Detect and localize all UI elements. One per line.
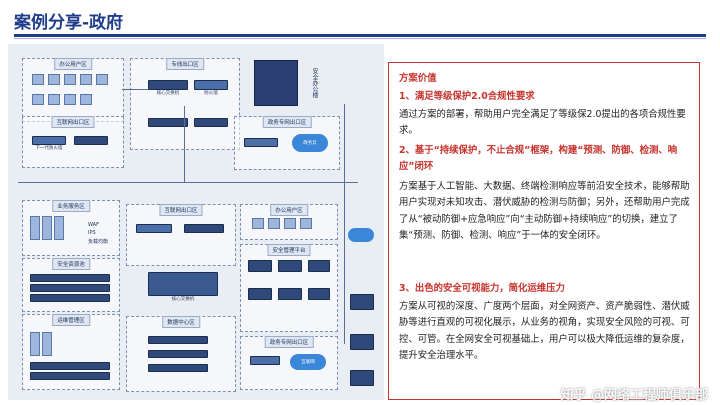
zone-label: 专线出口区 [166,58,204,70]
firewall-icon: 防火墙 [194,80,228,96]
switch-icon [194,118,228,127]
section-3-body: 方案从可视的深度、广度两个层面，对全网资产、资产脆弱性、潜伏威胁等进行直观的可视… [399,301,690,361]
appliance-icon [30,284,110,292]
server-icon [350,334,374,350]
zone-label: 政务专网出口区 [264,336,314,348]
appliance-icon [248,260,272,272]
link-line [344,104,345,344]
zone-office-user: 办公用户区 [22,58,124,122]
appliance-icon [30,274,110,282]
zone-label: 互联网出口区 [159,204,203,216]
network-diagram: 办公用户区 专线出口区 核心交换机 防火墙 安全办公楼 互联网出口区 下一代防火… [8,44,384,400]
appliance-icon [30,372,110,380]
firewall-icon [136,224,172,233]
building-label: 安全办公楼 [311,68,318,98]
appliance-icon [278,288,302,300]
pc-icon [80,74,92,85]
value-heading: 方案价值 [399,73,437,84]
server-icon [30,332,40,356]
link-line [184,106,185,182]
switch-icon [148,364,208,372]
zone-label: 政务专网出口区 [262,116,312,128]
zone-dedicated-exit: 专线出口区 [130,58,240,150]
pc-icon [80,94,92,105]
pc-icon [268,218,280,229]
header-rule [14,34,706,37]
ips-label: IPS [88,230,96,236]
appliance-icon [30,294,110,302]
ngfw-icon: 下一代防火墙 [32,136,66,151]
pc-icon [252,218,264,229]
cloud-icon: 互联网 [290,354,326,370]
core-switch-icon: 核心交换机 [148,80,188,96]
server-icon [350,294,374,310]
pc-icon [284,218,296,229]
zone-core-business: 业务服务区 [22,200,120,256]
section-2-title: 2、基于“持续保护，不止合规”框架，构建“预测、防御、检测、响应”闭环 [399,145,678,173]
zone-label: 运维管理区 [52,314,90,326]
appliance-icon [278,260,302,272]
server-icon [42,332,52,356]
appliance-icon [30,362,110,370]
server-icon [42,216,52,240]
watermark: 知乎 @网络工程师俱乐部 [560,388,708,403]
zone-dmz: 互联网出口区 [126,204,236,266]
pc-icon [64,94,76,105]
switch-icon [148,118,188,127]
waf-label: WAF [88,222,99,228]
zone-label: 数据中心区 [162,316,200,328]
pc-icon [48,94,60,105]
slide-title: 案例分享-政府 [14,13,124,33]
switch-icon [184,224,224,233]
pc-icon [64,74,76,85]
pc-icon [300,218,312,229]
zone-label: 业务服务区 [52,200,90,212]
pc-icon [32,94,44,105]
appliance-icon [308,288,330,300]
link-line [122,89,148,90]
cloud-icon [348,228,374,242]
section-1-title: 1、满足等级保护2.0合规性要求 [399,91,535,102]
pc-icon [48,74,60,85]
cloud-icon: 政务云 [292,134,328,152]
section-3-title: 3、出色的安全可视能力，简化运维压力 [399,283,565,294]
zone-label: 安全资源池 [52,258,90,270]
firewall-icon [250,356,280,365]
value-panel: 方案价值 1、满足等级保护2.0合规性要求 通过方案的部署，帮助用户完全满足了等… [388,62,700,400]
appliance-icon [248,288,272,300]
section-2-body: 方案基于人工智能、大数据、终端检测响应等前沿安全技术，能够帮助用户实现对未知攻击… [399,181,690,241]
lb-label: 负载均衡 [88,239,109,245]
switch-icon [148,336,208,344]
header-rule-thin [14,38,706,39]
router-icon [74,136,108,145]
section-1-body: 通过方案的部署，帮助用户完全满足了等级保2.0提出的各项合规性要求。 [399,109,686,137]
appliance-icon [308,260,330,272]
server-icon [54,216,64,240]
link-line [18,182,358,183]
zone-label: 互联网出口区 [51,116,95,128]
pc-icon [32,74,44,85]
core-switch-icon: 核心交换机 [148,272,218,302]
zone-label: 办公用户区 [54,58,92,70]
server-icon [350,370,374,386]
zone-label: 安全管理平台 [267,244,311,256]
zone-label: 办公用户区 [270,204,308,216]
server-icon [30,216,40,240]
firewall-icon [244,138,278,147]
pc-icon [96,74,108,85]
switch-icon [148,350,208,358]
building-icon [254,60,298,106]
